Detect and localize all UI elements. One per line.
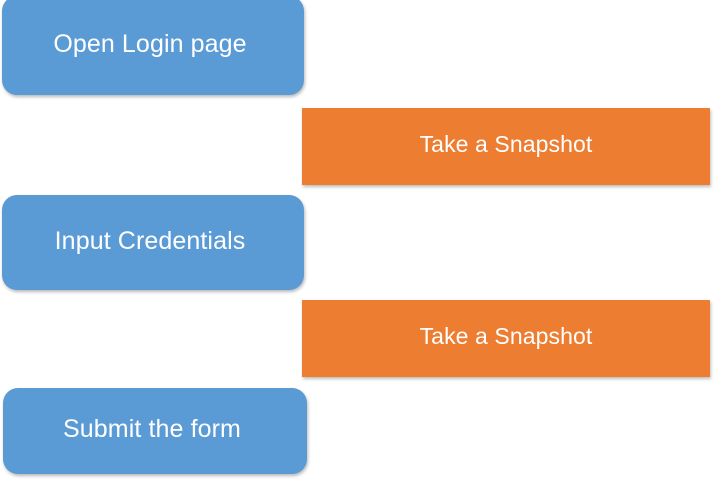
step-label-submit-form: Submit the form xyxy=(63,415,241,444)
snapshot-label-2: Take a Snapshot xyxy=(419,322,593,349)
snapshot-label-1: Take a Snapshot xyxy=(419,130,593,157)
snapshot-box-1[interactable]: Take a Snapshot xyxy=(302,108,710,185)
step-box-open-login[interactable]: Open Login page xyxy=(2,0,304,95)
step-box-input-credentials[interactable]: Input Credentials xyxy=(2,195,304,290)
step-label-input-credentials: Input Credentials xyxy=(54,226,246,255)
snapshot-box-2[interactable]: Take a Snapshot xyxy=(302,300,710,377)
step-box-submit-form[interactable]: Submit the form xyxy=(3,388,307,474)
step-label-open-login: Open Login page xyxy=(53,29,247,58)
